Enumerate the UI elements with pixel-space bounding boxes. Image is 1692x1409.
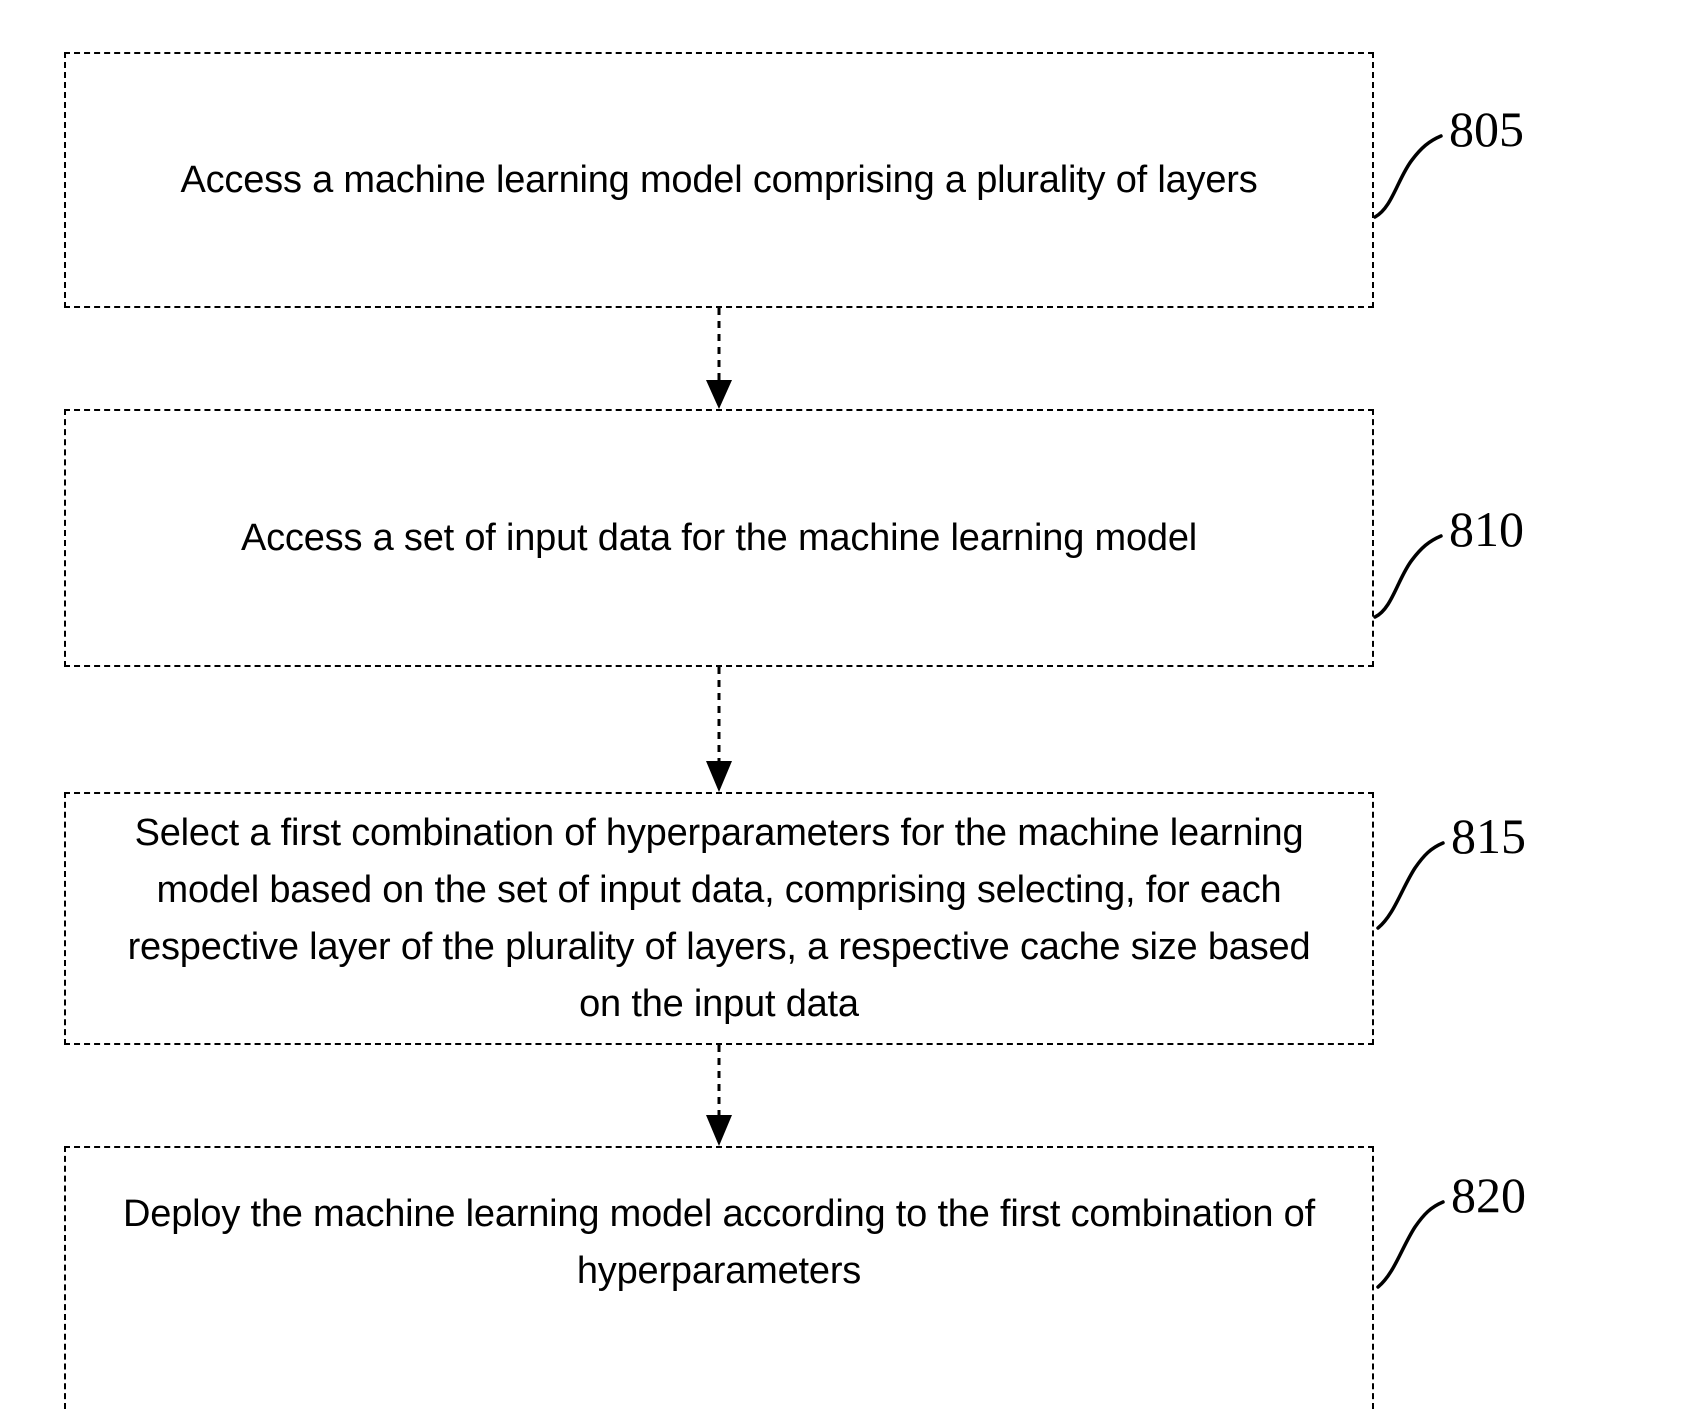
flow-step-805-label: Access a machine learning model comprisi… [180, 158, 1258, 201]
leader-line-805 [1373, 134, 1443, 219]
flow-step-820-label: Deploy the machine learning model accord… [123, 1193, 1315, 1292]
reference-numeral-805: 805 [1449, 101, 1524, 157]
reference-numeral-810: 810 [1449, 501, 1524, 557]
flow-step-815-label: Select a first combination of hyperparam… [127, 811, 1311, 1025]
flow-step-820: Deploy the machine learning model accord… [64, 1146, 1374, 1409]
reference-numeral-815: 815 [1451, 808, 1526, 864]
reference-numeral-820: 820 [1451, 1167, 1526, 1223]
connector-810-815 [706, 667, 732, 792]
connector-815-820 [706, 1045, 732, 1146]
leader-line-810 [1373, 534, 1443, 619]
flow-step-810: Access a set of input data for the machi… [64, 409, 1374, 667]
leader-line-820 [1376, 1200, 1445, 1289]
flow-step-815: Select a first combination of hyperparam… [64, 792, 1374, 1045]
connector-805-810 [706, 308, 732, 409]
flow-step-805: Access a machine learning model comprisi… [64, 52, 1374, 308]
leader-line-815 [1376, 841, 1445, 930]
flow-step-810-label: Access a set of input data for the machi… [240, 516, 1198, 559]
